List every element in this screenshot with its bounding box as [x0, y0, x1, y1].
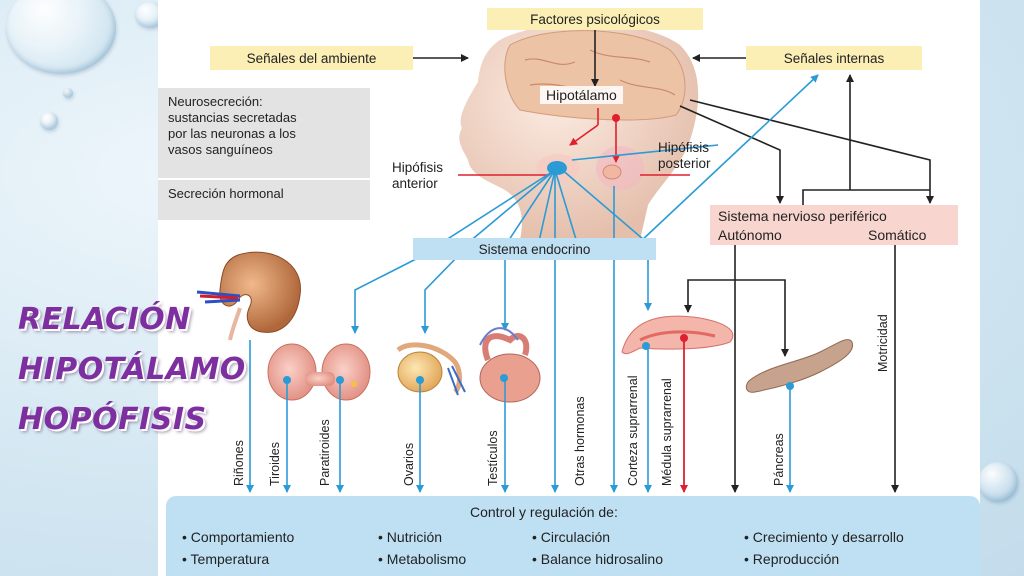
anterior-pituitary-label: Hipófisis anterior — [392, 160, 444, 191]
psychological-factors-box: Factores psicológicos — [487, 8, 703, 30]
slide-title-line-2: HIPOTÁLAMO — [18, 352, 246, 387]
control-item: • Reproducción — [744, 551, 840, 567]
environment-signals-box: Señales del ambiente — [210, 46, 413, 70]
control-item: • Balance hidrosalino — [532, 551, 663, 567]
water-drop-decoration — [6, 0, 116, 74]
endocrine-system-bar: Sistema endocrino — [413, 238, 656, 260]
peripheral-nervous-system-box — [710, 205, 958, 245]
pns-somatic: Somático — [868, 227, 927, 243]
control-title: Control y regulación de: — [470, 504, 618, 520]
adrenal-illustration — [621, 315, 734, 355]
hypothalamus-label: Hipotálamo — [540, 86, 623, 104]
control-item: • Temperatura — [182, 551, 270, 567]
thyroid-illustration — [267, 343, 371, 401]
target-label-ovaries: Ovarios — [402, 442, 416, 486]
legend-hormonal-text: Secreción hormonal — [168, 186, 284, 201]
testicle-illustration — [479, 327, 541, 403]
legend-neurosecretion-text: Neurosecreción: sustancias secretadas po… — [168, 94, 297, 157]
control-item: • Metabolismo — [378, 551, 467, 567]
target-label-kidneys: Riñones — [232, 440, 246, 486]
control-item: • Nutrición — [378, 529, 443, 545]
target-label-thyroid: Tiroides — [268, 442, 282, 486]
control-regulation-box — [166, 496, 980, 576]
pns-title: Sistema nervioso periférico — [718, 208, 887, 224]
posterior-pituitary-label: Hipófisis posterior — [658, 140, 711, 171]
water-drop-decoration — [40, 112, 58, 130]
ovary-illustration — [396, 342, 466, 396]
target-label-pancreas: Páncreas — [772, 433, 786, 486]
target-label-adrenal-medulla: Médula suprarrenal — [660, 378, 674, 486]
target-label-motor: Motricidad — [876, 314, 890, 372]
target-label-adrenal-cortex: Corteza suprarrenal — [626, 375, 640, 486]
slide-title-line-3: HOPÓFISIS — [18, 402, 207, 437]
target-label-parathyroid: Paratiroides — [318, 419, 332, 486]
head-brain-illustration — [459, 23, 699, 240]
legend-neurosecretion — [158, 88, 370, 178]
internal-signals-box: Señales internas — [746, 46, 922, 70]
target-label-testicles: Testículos — [486, 430, 500, 486]
pns-autonomic: Autónomo — [718, 227, 782, 243]
pancreas-illustration — [745, 339, 854, 393]
control-item: • Crecimiento y desarrollo — [744, 529, 904, 545]
slide-title-line-1: RELACIÓN — [18, 302, 191, 337]
control-item: • Circulación — [532, 529, 611, 545]
control-item: • Comportamiento — [182, 529, 295, 545]
water-drop-decoration — [63, 88, 73, 98]
water-drop-decoration — [978, 462, 1018, 502]
kidney-illustration — [196, 251, 301, 341]
legend-hormonal — [158, 180, 370, 220]
target-label-other-hormones: Otras hormonas — [573, 396, 587, 486]
